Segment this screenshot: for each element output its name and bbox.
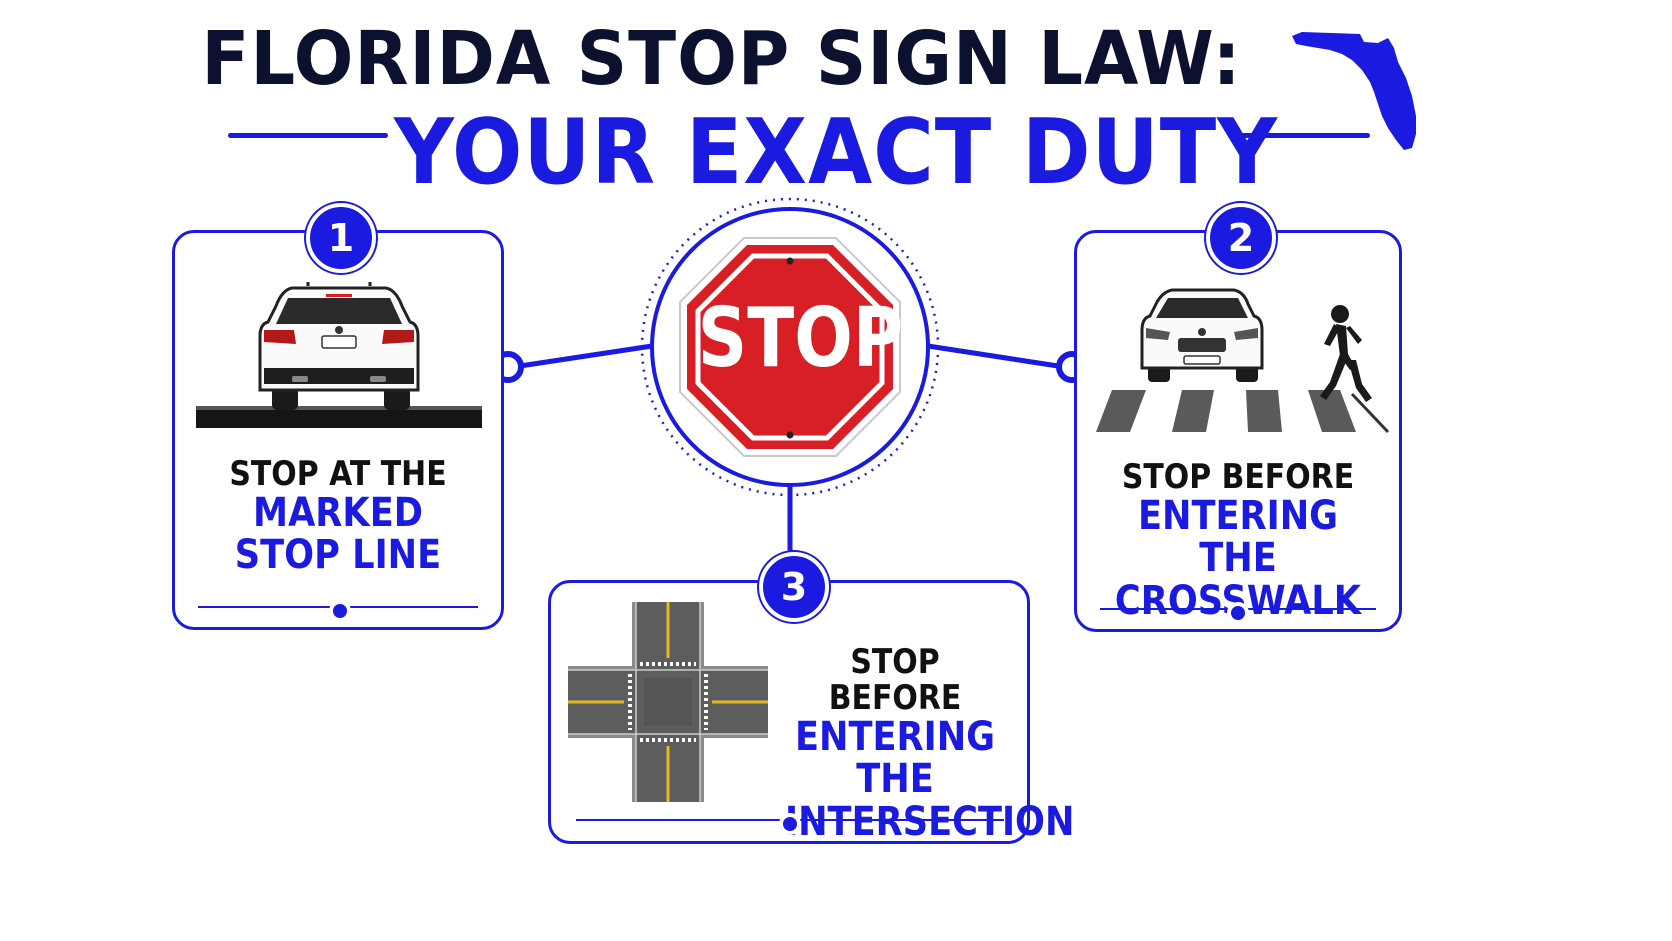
car-front-pedestrian-icon (1096, 288, 1390, 434)
step-badge-2: 2 (1206, 203, 1276, 273)
step-caption-2: STOP BEFORE ENTERING THE CROSSWALK (1094, 459, 1383, 622)
step-2-emph-1: ENTERING THE (1137, 493, 1339, 582)
step-2-lead: STOP BEFORE (1121, 457, 1355, 497)
step-badge-3: 3 (759, 552, 829, 622)
step-3-emph-2: INTERSECTION (785, 798, 1075, 845)
stop-sign-text: STOP (697, 291, 904, 386)
title-rule-right (1230, 133, 1370, 138)
step-1-emph-2: STOP LINE (234, 532, 442, 579)
step-3-footer-dot (779, 813, 801, 835)
step-badge-1: 1 (306, 203, 376, 273)
step-1-footer-dot (329, 600, 351, 622)
title-line-1: FLORIDA STOP SIGN LAW: (201, 16, 1242, 102)
step-3-emph-1: ENTERING THE (794, 714, 996, 803)
step-1-lead: STOP AT THE (229, 454, 447, 494)
step-1-emph-1: MARKED (253, 490, 423, 537)
title-line-2: YOUR EXACT DUTY (394, 100, 1278, 205)
car-rear-icon (196, 282, 482, 428)
step-2-footer-dot (1227, 602, 1249, 624)
step-caption-1: STOP AT THE MARKED STOP LINE (192, 456, 484, 577)
step-caption-3: STOP BEFORE ENTERING THE INTERSECTION (785, 642, 1075, 845)
intersection-icon (568, 602, 768, 802)
step-3-lead: STOP BEFORE (828, 642, 962, 719)
title-rule-left (228, 133, 388, 138)
florida-map-icon (1292, 32, 1416, 150)
stop-sign-emblem (640, 197, 940, 497)
